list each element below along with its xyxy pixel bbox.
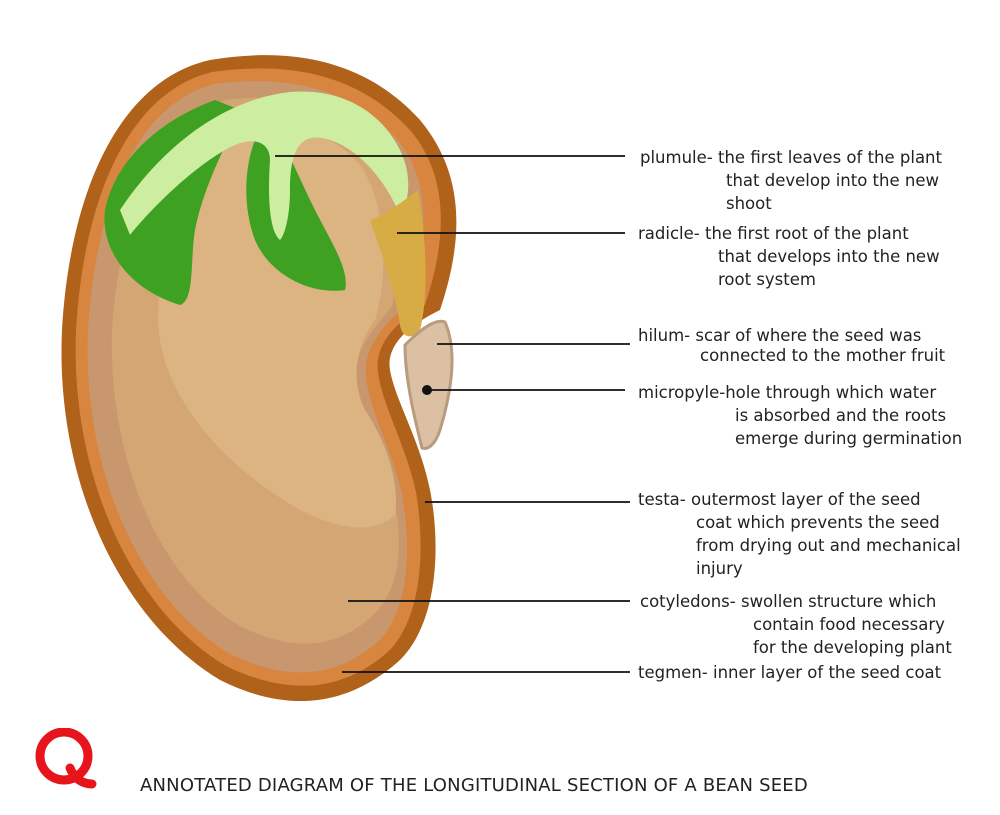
annotation-plumule: plumule- the first leaves of the plant t… [640,148,942,213]
annotation-tegmen: tegmen- inner layer of the seed coat [638,663,942,682]
hilum [403,319,454,450]
annotation-radicle: radicle- the first root of the plant tha… [638,224,940,289]
diagram-title: ANNOTATED DIAGRAM OF THE LONGITUDINAL SE… [140,775,808,796]
cotyledon-highlight [158,126,396,528]
q-logo-icon [35,728,97,789]
plumule-stem [120,91,409,240]
radicle [370,190,426,337]
annotation-term: plumule- [640,148,713,167]
annotation-testa: testa- outermost layer of the seed coat … [638,490,961,578]
leader-lines [275,155,630,673]
annotation-hilum: hilum- scar of where the seed was connec… [638,326,946,365]
annotation-cotyledons: cotyledons- swollen structure which cont… [640,592,952,657]
annotation-micropyle: micropyle-hole through which water is ab… [638,383,963,448]
